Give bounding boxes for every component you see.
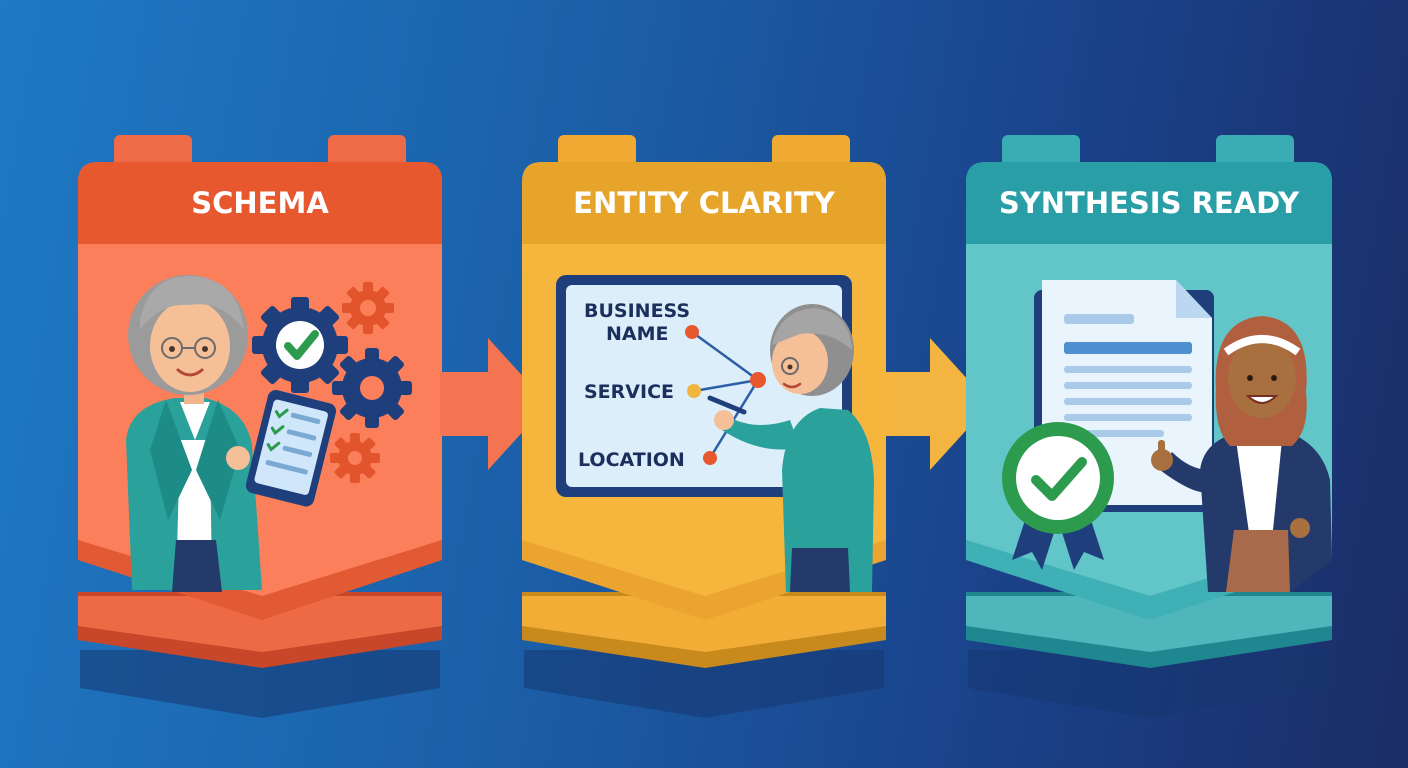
step-title-entity-clarity: ENTITY CLARITY xyxy=(573,186,836,220)
gear-icon xyxy=(330,433,380,483)
person-illustration xyxy=(707,304,874,592)
step-title-schema: SCHEMA xyxy=(191,186,329,220)
step-panel-synthesis-ready: SYNTHESIS READY xyxy=(966,135,1332,718)
award-badge-icon xyxy=(1002,422,1114,570)
step-title-synthesis-ready: SYNTHESIS READY xyxy=(999,186,1300,220)
person-illustration xyxy=(1151,316,1332,592)
flow-arrow-1 xyxy=(440,338,548,470)
board-label-business: BUSINESS xyxy=(584,300,690,322)
gear-icon xyxy=(252,297,348,393)
gear-icon xyxy=(342,282,394,334)
gear-icon xyxy=(332,348,412,428)
tablet-icon xyxy=(245,390,337,507)
person-illustration xyxy=(126,275,311,592)
step-panel-schema: SCHEMA xyxy=(78,135,442,718)
board-label-location: LOCATION xyxy=(578,449,685,471)
step-panel-entity-clarity: ENTITY CLARITY BUSINESS NAME SERVICE LOC… xyxy=(522,135,886,718)
flow-arrow-2 xyxy=(884,338,990,470)
board-label-service: SERVICE xyxy=(584,381,674,403)
board-label-name: NAME xyxy=(606,323,669,345)
connection-node-icon xyxy=(691,330,760,459)
